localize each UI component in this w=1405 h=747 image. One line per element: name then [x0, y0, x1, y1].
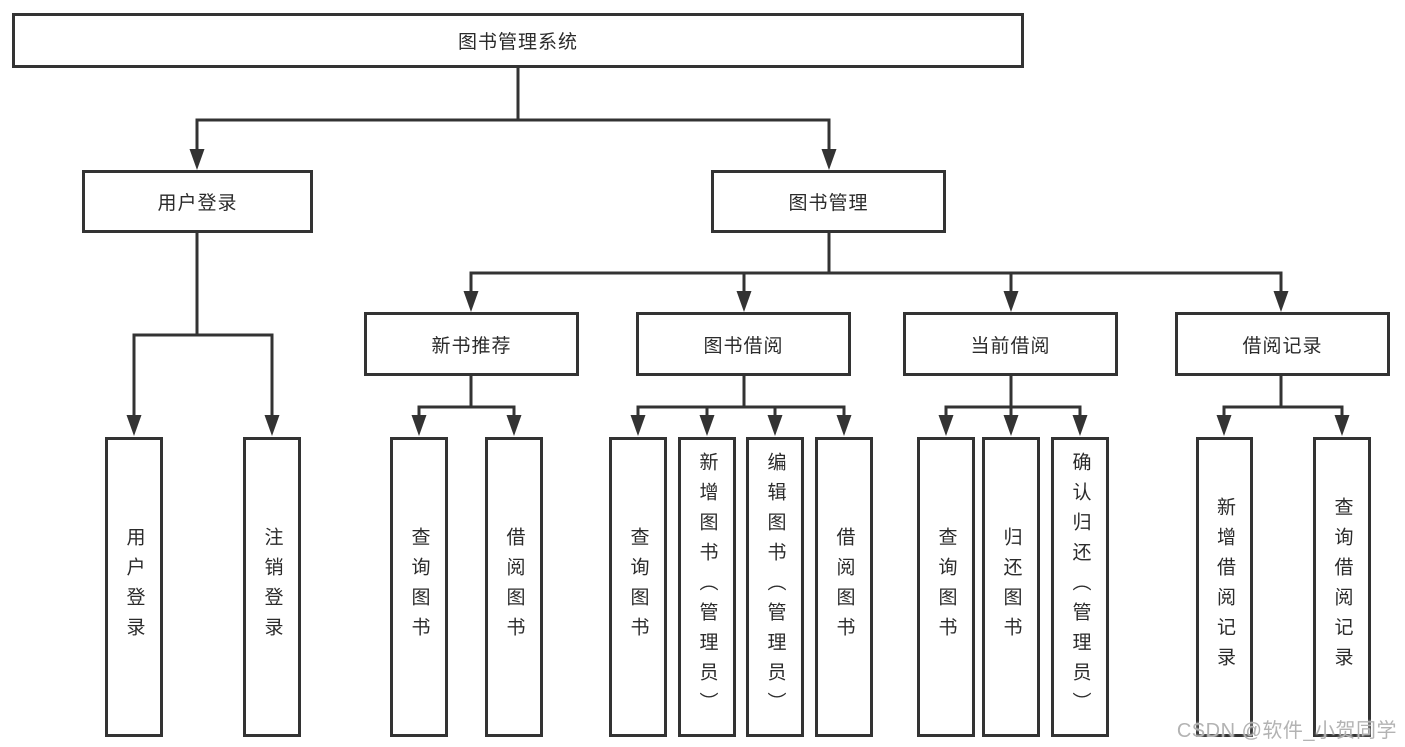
- leaf-add-borrow-record: 新增借阅记录: [1196, 437, 1253, 737]
- csdn-watermark: CSDN @软件_小贺同学: [1176, 720, 1397, 742]
- node-label: 用户登录: [157, 193, 238, 214]
- leaf-confirm-return-admin: 确认归还（管理员）: [1051, 437, 1109, 737]
- node-current-borrow: 当前借阅: [903, 312, 1118, 376]
- arrowhead-icons: [126, 149, 1350, 436]
- leaf-label: 借阅图书: [833, 527, 855, 647]
- leaf-label: 用户登录: [123, 527, 145, 647]
- leaf-label: 归还图书: [1000, 527, 1022, 647]
- leaf-label: 确认归还（管理员）: [1069, 452, 1091, 722]
- leaf-label: 新增图书（管理员）: [696, 452, 718, 722]
- leaf-add-book-admin: 新增图书（管理员）: [678, 437, 736, 737]
- leaf-label: 注销登录: [261, 527, 283, 647]
- leaf-label: 查询图书: [627, 527, 649, 647]
- leaf-query-books-borrow: 查询图书: [609, 437, 667, 737]
- leaf-borrow-books: 借阅图书: [815, 437, 873, 737]
- node-book-management: 图书管理: [711, 170, 946, 233]
- leaf-query-books-current: 查询图书: [917, 437, 975, 737]
- leaf-label: 查询图书: [935, 527, 957, 647]
- node-new-book-recommend: 新书推荐: [364, 312, 579, 376]
- leaf-query-borrow-record: 查询借阅记录: [1313, 437, 1371, 737]
- leaf-label: 查询借阅记录: [1331, 497, 1353, 677]
- leaf-edit-book-admin: 编辑图书（管理员）: [746, 437, 804, 737]
- node-label: 图书借阅: [703, 335, 784, 357]
- leaf-label: 新增借阅记录: [1214, 497, 1235, 677]
- leaf-logout: 注销登录: [243, 437, 301, 737]
- node-library-management-system: 图书管理系统: [12, 13, 1024, 68]
- node-label: 借阅记录: [1242, 335, 1323, 357]
- leaf-borrow-books-recommend: 借阅图书: [485, 437, 543, 737]
- node-label: 新书推荐: [431, 335, 512, 357]
- leaf-label: 借阅图书: [503, 527, 525, 647]
- node-borrow-records: 借阅记录: [1175, 312, 1390, 376]
- node-label: 当前借阅: [970, 335, 1051, 357]
- leaf-user-login: 用户登录: [105, 437, 163, 737]
- leaf-label: 查询图书: [408, 527, 430, 647]
- node-user-login: 用户登录: [82, 170, 313, 233]
- leaf-return-books: 归还图书: [982, 437, 1040, 737]
- node-label: 图书管理系统: [457, 32, 578, 53]
- node-label: 图书管理: [788, 193, 869, 214]
- leaf-label: 编辑图书（管理员）: [764, 452, 786, 722]
- node-book-borrow: 图书借阅: [636, 312, 851, 376]
- leaf-query-books-recommend: 查询图书: [390, 437, 448, 737]
